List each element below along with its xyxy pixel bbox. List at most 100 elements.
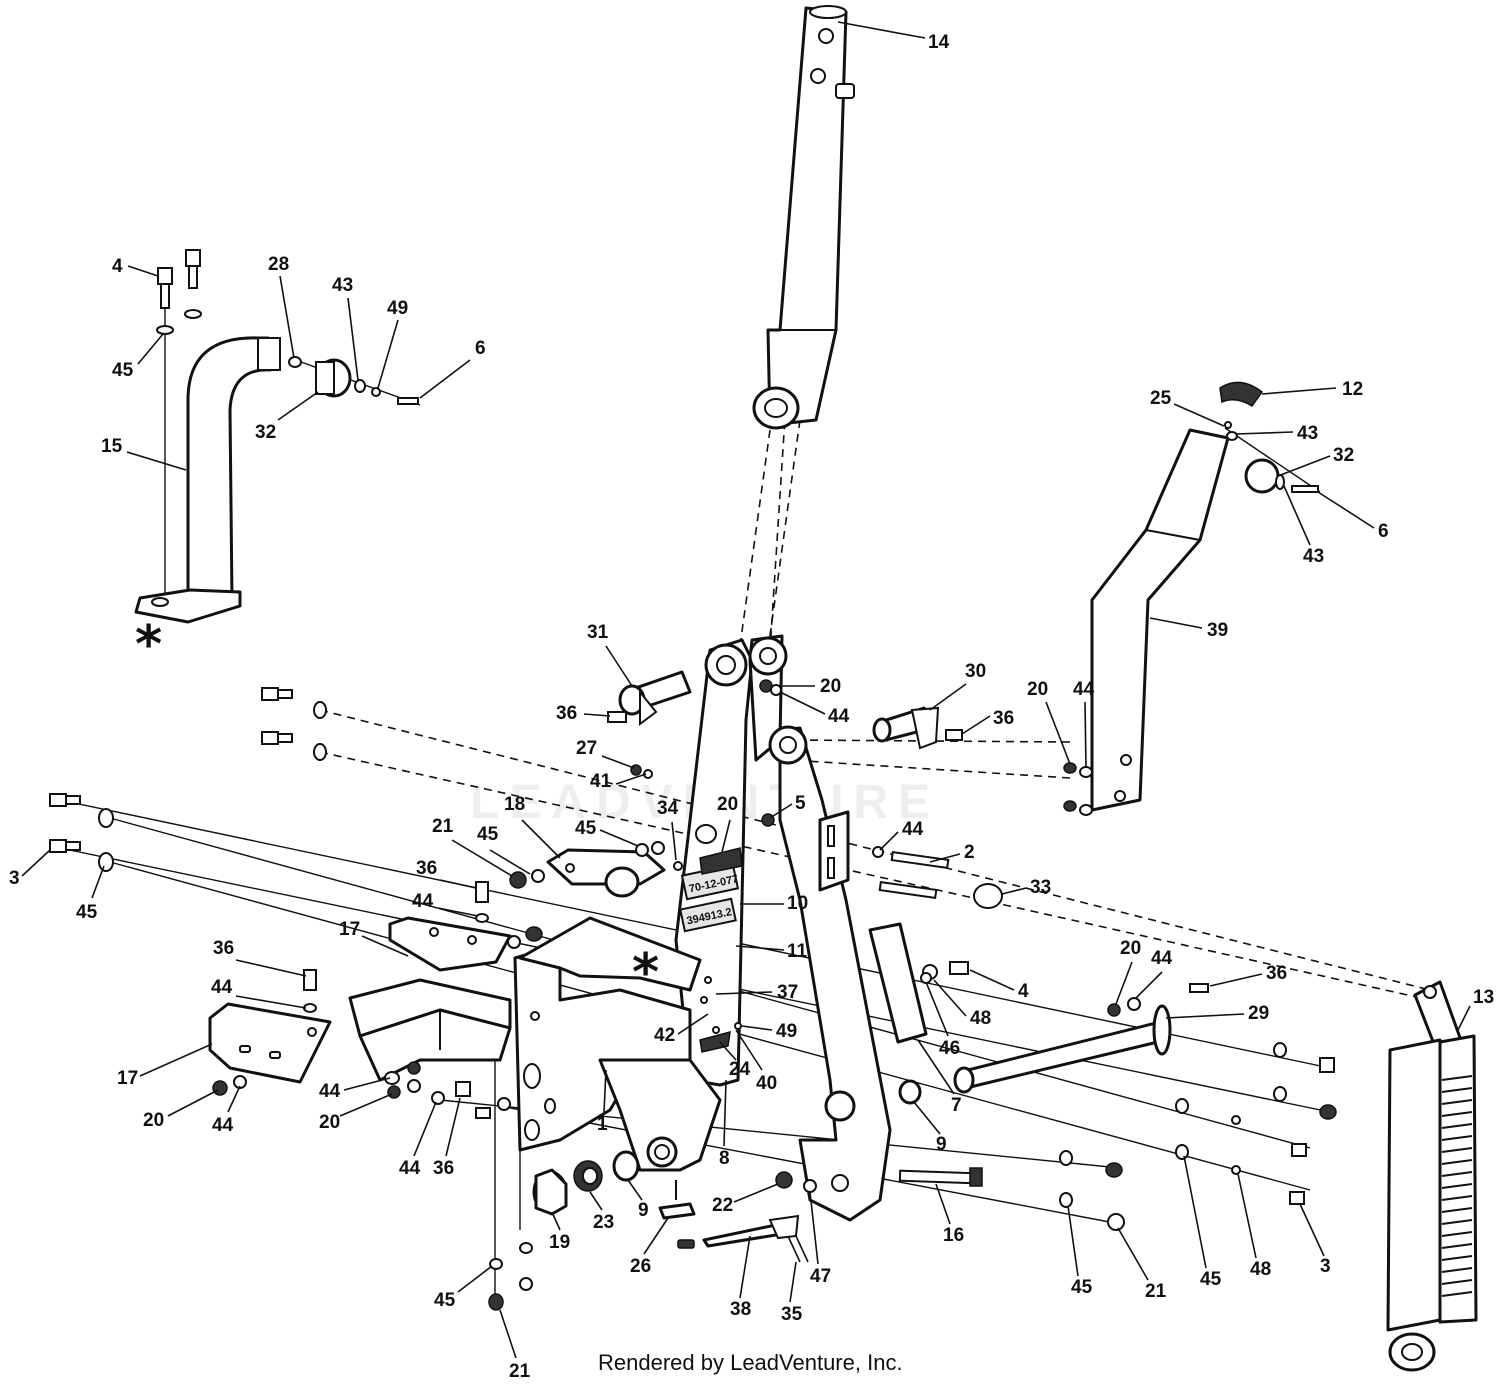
callout-23: 23: [593, 1212, 614, 1233]
callout-16: 16: [943, 1225, 964, 1246]
callout-27: 27: [576, 738, 597, 759]
foot-26[interactable]: [658, 1180, 696, 1220]
callout-37: 37: [777, 982, 798, 1003]
plate-5[interactable]: [818, 810, 850, 892]
callout-48: 48: [970, 1008, 991, 1029]
nut-23[interactable]: [573, 1160, 603, 1192]
hardware-bolts-top-left: [156, 249, 419, 405]
callout-1: 1: [597, 1114, 608, 1135]
rod-38[interactable]: [677, 1214, 800, 1249]
callout-36: 36: [416, 858, 437, 879]
pad-7[interactable]: [868, 922, 928, 1044]
callout-49: 49: [776, 1021, 797, 1042]
callout-47: 47: [810, 1266, 831, 1287]
callout-44: 44: [828, 706, 850, 727]
pin-31[interactable]: [618, 670, 692, 726]
handle-39[interactable]: [1090, 428, 1230, 812]
pin-30[interactable]: [872, 706, 940, 750]
callout-4: 4: [112, 256, 123, 277]
callout-44: 44: [902, 819, 924, 840]
callout-19: 19: [549, 1232, 570, 1253]
callout-36: 36: [993, 708, 1014, 729]
asterisk-note-left: *: [135, 615, 162, 675]
callout-44: 44: [399, 1158, 421, 1179]
callout-20: 20: [717, 794, 738, 815]
callout-44: 44: [211, 977, 233, 998]
handle-bracket-15[interactable]: [134, 336, 281, 624]
hardware-bolts-left: [49, 687, 327, 872]
callout-45: 45: [434, 1290, 456, 1311]
callout-44: 44: [1073, 679, 1095, 700]
callout-20: 20: [1027, 679, 1048, 700]
bracket-17-lower[interactable]: [208, 1002, 332, 1084]
callout-21: 21: [432, 816, 454, 837]
callout-6: 6: [475, 338, 486, 359]
callout-22: 22: [712, 1195, 733, 1216]
channel-bracket[interactable]: [348, 978, 512, 1082]
leader-lines: [21, 21, 1471, 1359]
callout-4: 4: [1018, 981, 1029, 1002]
callout-38: 38: [730, 1299, 751, 1320]
callout-31: 31: [587, 622, 609, 643]
callout-30: 30: [965, 661, 986, 682]
callout-9: 9: [936, 1134, 947, 1155]
callout-33: 33: [1030, 877, 1051, 898]
callout-36: 36: [213, 938, 234, 959]
callout-12: 12: [1342, 379, 1363, 400]
callout-44: 44: [412, 891, 434, 912]
knob-12[interactable]: [1219, 381, 1264, 408]
callout-28: 28: [268, 254, 289, 275]
callout-3: 3: [1320, 1256, 1331, 1277]
callout-26: 26: [630, 1256, 651, 1277]
pivot-arm-8[interactable]: [768, 725, 892, 1222]
callout-9: 9: [638, 1200, 649, 1221]
callout-5: 5: [795, 793, 806, 814]
footer-credit: Rendered by LeadVenture, Inc.: [598, 1350, 903, 1375]
bracket-17-upper[interactable]: [388, 916, 512, 972]
callout-43: 43: [1303, 546, 1324, 567]
callout-10: 10: [787, 893, 808, 914]
callout-44: 44: [212, 1115, 234, 1136]
callout-3: 3: [9, 868, 20, 889]
main-bracket-1[interactable]: [513, 916, 722, 1172]
bushing-19[interactable]: [532, 1168, 568, 1216]
callout-45: 45: [477, 824, 499, 845]
callout-6: 6: [1378, 521, 1389, 542]
callout-45: 45: [575, 818, 597, 839]
callout-32: 32: [255, 422, 276, 443]
callout-18: 18: [504, 794, 525, 815]
callout-42: 42: [654, 1025, 675, 1046]
callout-45: 45: [1200, 1269, 1222, 1290]
callout-45: 45: [112, 360, 134, 381]
bushing-9[interactable]: [612, 1150, 640, 1182]
hardware-bolts-right: [775, 961, 1337, 1231]
callout-20: 20: [319, 1112, 340, 1133]
callout-29: 29: [1248, 1003, 1269, 1024]
callout-40: 40: [756, 1073, 777, 1094]
callout-32: 32: [1333, 445, 1354, 466]
spring-coils: [1441, 1075, 1473, 1297]
spring-shock-13[interactable]: [1386, 980, 1478, 1372]
callout-36: 36: [1266, 963, 1287, 984]
asterisk-note-center: *: [632, 943, 659, 1003]
callout-13: 13: [1473, 987, 1494, 1008]
callout-24: 24: [729, 1059, 751, 1080]
callout-20: 20: [143, 1110, 164, 1131]
callout-45: 45: [76, 902, 98, 923]
callout-15: 15: [101, 436, 123, 457]
callout-45: 45: [1071, 1277, 1093, 1298]
callout-44: 44: [1151, 948, 1173, 969]
callout-2: 2: [964, 842, 975, 863]
callout-41: 41: [590, 771, 612, 792]
link-18[interactable]: [546, 848, 666, 898]
callout-49: 49: [387, 298, 408, 319]
callout-34: 34: [657, 798, 679, 819]
control-lever-14[interactable]: [752, 5, 855, 430]
callout-48: 48: [1250, 1259, 1271, 1280]
callout-11: 11: [787, 941, 808, 962]
callout-20: 20: [820, 676, 841, 697]
callout-21: 21: [509, 1361, 531, 1382]
callout-21: 21: [1145, 1281, 1167, 1302]
